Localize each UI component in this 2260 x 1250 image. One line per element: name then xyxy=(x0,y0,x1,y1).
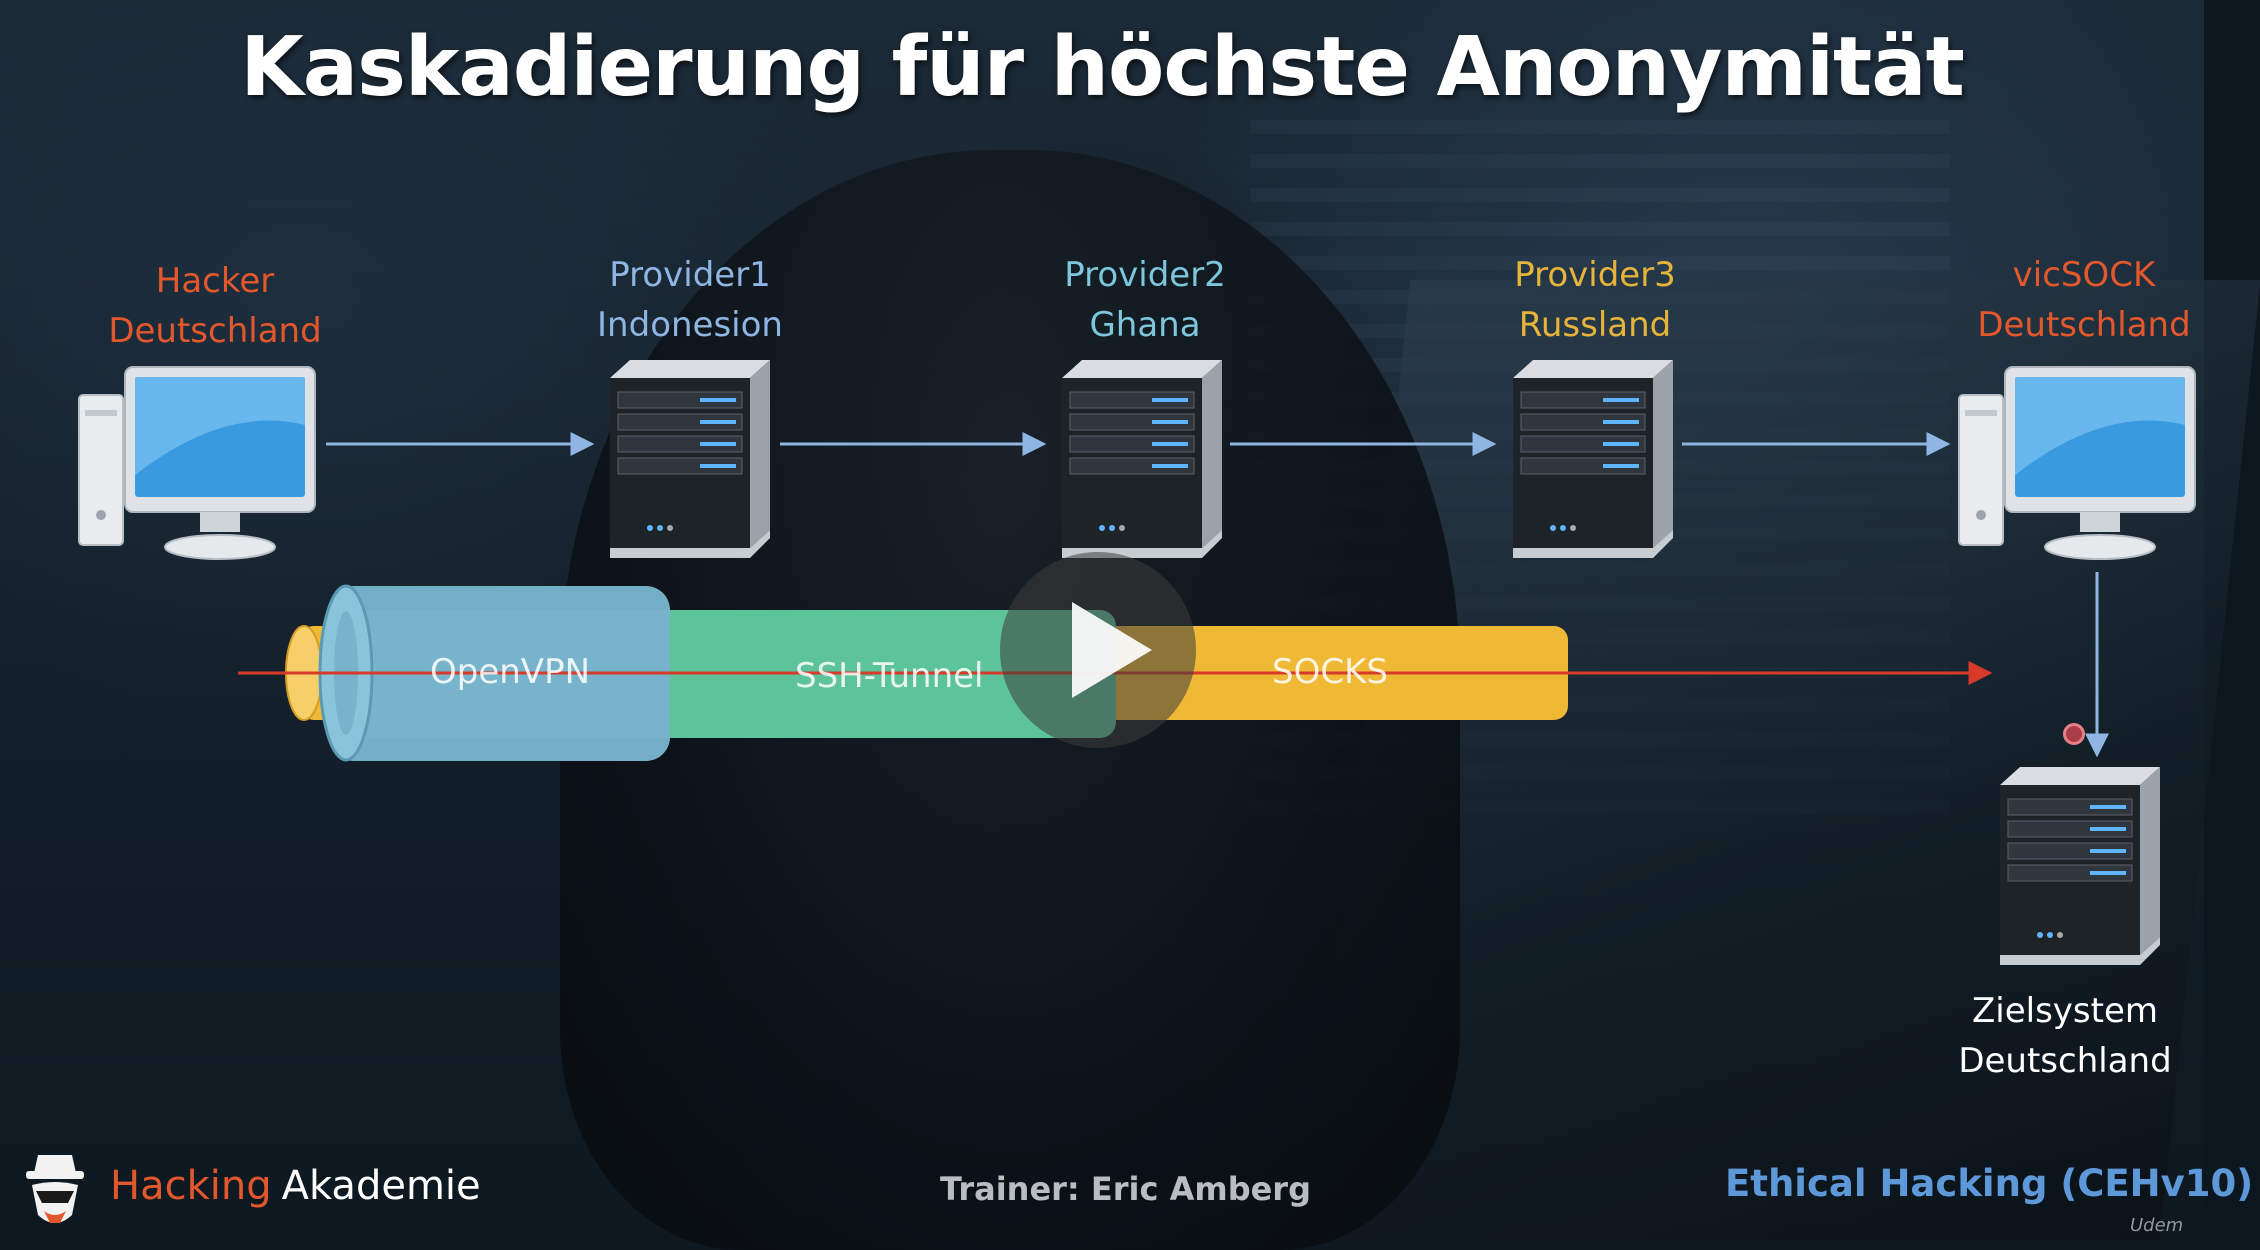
brand-part-hacking: Hacking xyxy=(110,1163,272,1209)
trainer-label: Trainer: Eric Amberg xyxy=(940,1170,1311,1208)
slide-title: Kaskadierung für höchste Anonymität xyxy=(240,20,1965,115)
tunnel-label-ssh: SSH-Tunnel xyxy=(795,656,984,696)
tunnel-label-openvpn: OpenVPN xyxy=(430,652,591,692)
hacker-hat-icon xyxy=(26,1155,84,1223)
mouse-pointer-marker xyxy=(2063,723,2085,745)
diagram-connections xyxy=(238,432,2109,762)
computer-icon-vicsock xyxy=(1958,366,2196,560)
course-title: Ethical Hacking (CEHv10) xyxy=(1725,1162,2254,1205)
play-icon[interactable] xyxy=(1000,552,1196,748)
computer-icon-hacker xyxy=(78,366,316,560)
server-icon-provider1 xyxy=(610,360,770,558)
server-icon-provider3 xyxy=(1513,360,1673,558)
tunnel-label-socks: SOCKS xyxy=(1272,652,1388,692)
brand-part-akademie: Akademie xyxy=(281,1163,481,1209)
server-icon-provider2 xyxy=(1062,360,1222,558)
udemy-watermark: Udem xyxy=(2130,1215,2184,1236)
server-icon-zielsystem xyxy=(2000,767,2160,965)
